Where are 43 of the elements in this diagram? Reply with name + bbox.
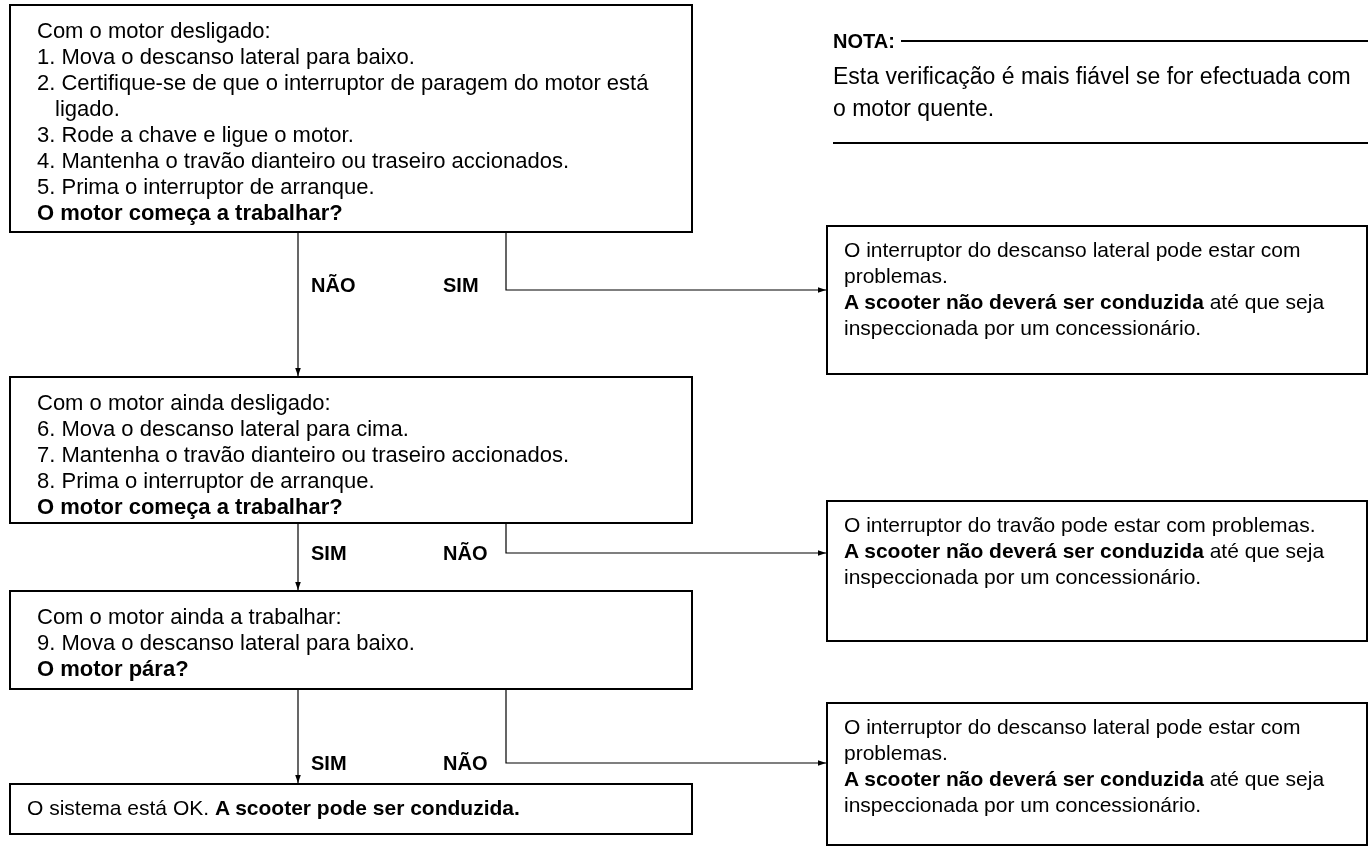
step-box <box>9 376 693 524</box>
edge-label: NÃO <box>443 541 488 566</box>
box-text: O sistema está OK. A scooter pode ser conduzida. <box>27 795 521 821</box>
box-text: O interruptor do travão pode estar com problemas. <box>844 512 1317 538</box>
note-heading: NOTA: <box>833 29 895 54</box>
result-box <box>826 702 1368 846</box>
arrow <box>295 523 301 591</box>
box-text: A scooter não deverá ser conduzida até que seja inspeccionada por um concessionário. <box>844 289 1326 341</box>
arrow <box>505 689 827 766</box>
edge-label: SIM <box>311 541 347 566</box>
box-text: O interruptor do descanso lateral pode estar com problemas. <box>844 714 1302 766</box>
arrow <box>505 523 827 556</box>
result-box <box>9 783 693 835</box>
box-text: A scooter não deverá ser conduzida até que seja inspeccionada por um concessionário. <box>844 538 1326 590</box>
arrow <box>295 689 301 784</box>
step-text: 8. Prima o interruptor de arranque. <box>37 468 376 494</box>
step-text: 7. Mantenha o travão dianteiro ou traseiro accionados. <box>37 442 570 468</box>
result-box <box>826 500 1368 642</box>
step-text: 4. Mantenha o travão dianteiro ou traseiro accionados. <box>37 148 570 174</box>
note-text: Esta verificação é mais fiável se for efectuada com o motor quente. <box>833 62 1352 123</box>
step-box <box>9 590 693 690</box>
question-text: O motor começa a trabalhar? <box>37 200 344 226</box>
step-text: 9. Mova o descanso lateral para baixo. <box>37 630 416 656</box>
box-text: A scooter não deverá ser conduzida até que seja inspeccionada por um concessionário. <box>844 766 1326 818</box>
arrow <box>505 232 827 293</box>
step-text: 3. Rode a chave e ligue o motor. <box>37 122 355 148</box>
question-text: O motor pára? <box>37 656 190 682</box>
box-text: O interruptor do descanso lateral pode estar com problemas. <box>844 237 1302 289</box>
box-text: Com o motor ainda desligado: <box>37 390 332 416</box>
edge-label: SIM <box>443 273 479 298</box>
edge-label: SIM <box>311 751 347 776</box>
arrow <box>295 232 301 377</box>
box-text: Com o motor desligado: <box>37 18 272 44</box>
question-text: O motor começa a trabalhar? <box>37 494 344 520</box>
step-text: 5. Prima o interruptor de arranque. <box>37 174 376 200</box>
step-box <box>9 4 693 233</box>
box-text: Com o motor ainda a trabalhar: <box>37 604 343 630</box>
edge-label: NÃO <box>311 273 356 298</box>
step-text: 2. Certifique-se de que o interruptor de paragem do motor está ligado. <box>37 70 650 122</box>
result-box <box>826 225 1368 375</box>
step-text: 1. Mova o descanso lateral para baixo. <box>37 44 416 70</box>
step-text: 6. Mova o descanso lateral para cima. <box>37 416 410 442</box>
edge-label: NÃO <box>443 751 488 776</box>
